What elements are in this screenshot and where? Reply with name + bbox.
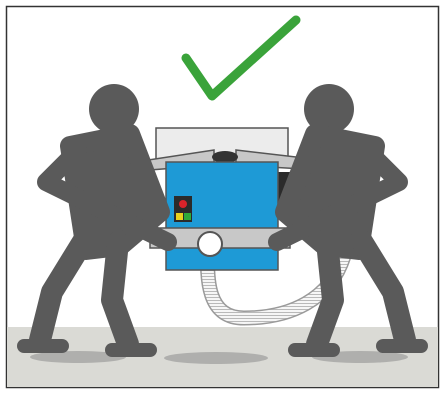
hose-outlet [198,232,222,256]
stop-button [179,200,187,208]
shadow-machine [164,352,268,364]
indicator-green [184,213,191,220]
dust-port [212,151,238,163]
indicator-yellow [176,213,183,220]
